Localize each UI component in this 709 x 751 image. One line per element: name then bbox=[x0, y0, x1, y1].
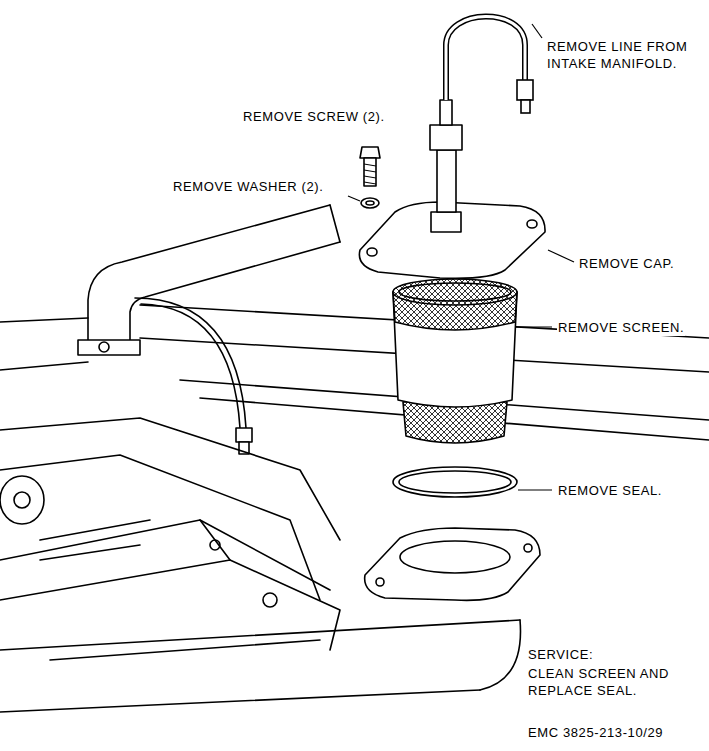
callout-label: CLEAN SCREEN AND REPLACE SEAL. bbox=[527, 665, 689, 699]
callout-label: REMOVE CAP. bbox=[578, 255, 675, 272]
frame-structure bbox=[0, 205, 709, 712]
cap-screen-seal-parts bbox=[359, 100, 545, 600]
callout-label: REMOVE SCREEN. bbox=[557, 319, 685, 336]
callout-label: SERVICE: bbox=[527, 646, 594, 663]
leader-lines bbox=[348, 24, 574, 490]
callout-label: REMOVE SEAL. bbox=[557, 482, 663, 499]
callout-label: REMOVE WASHER (2). bbox=[172, 178, 324, 195]
callout-label: EMC 3825-213-10/29 bbox=[527, 724, 664, 741]
callout-label: REMOVE SCREW (2). bbox=[242, 108, 386, 125]
intake-line bbox=[446, 16, 533, 113]
callout-label: REMOVE LINE FROM INTAKE MANIFOLD. bbox=[546, 38, 704, 72]
